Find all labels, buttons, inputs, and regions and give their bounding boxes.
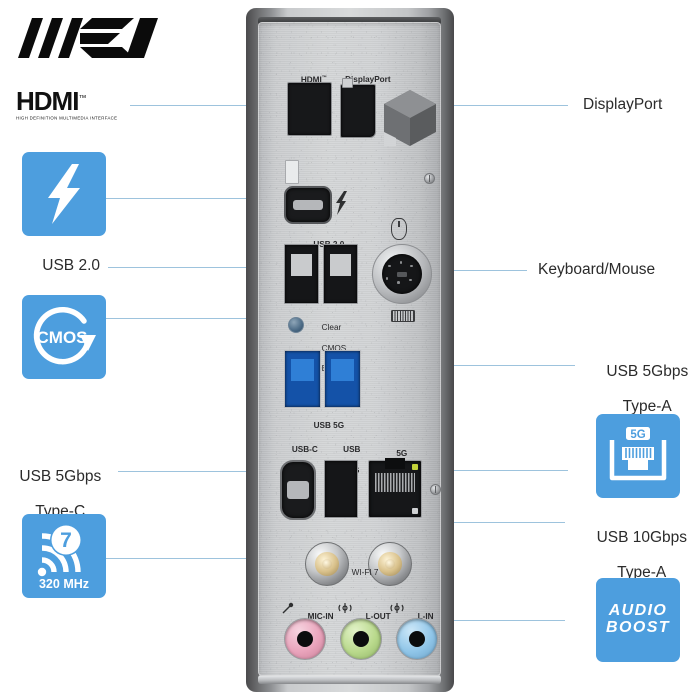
wifi-antenna-connector-1[interactable] — [305, 542, 349, 586]
leader-line-thunderbolt — [105, 198, 280, 199]
line-in-jack[interactable] — [396, 618, 438, 660]
lan-5gbps-rj45-port[interactable] — [368, 458, 422, 518]
leader-line-lan — [378, 470, 568, 471]
rj45-lan-icon: 5G — [609, 427, 667, 481]
io-shield-top-edge — [258, 17, 441, 25]
io-shield-bottom-edge — [258, 675, 441, 684]
leader-line-hdmi — [130, 105, 248, 106]
thunderbolt-badge[interactable] — [22, 152, 106, 236]
callout-usb5-type-a-label: USB 5Gbps Type-A — [586, 345, 700, 416]
callout-usb5a-line1: USB 5Gbps — [606, 362, 689, 380]
wifi-bandwidth-text: 320 MHz — [39, 577, 89, 591]
mic-in-jack[interactable] — [284, 618, 326, 660]
ps2-keyboard-mouse-port[interactable] — [372, 244, 432, 304]
usb-10gbps-type-a-port[interactable] — [324, 460, 358, 518]
hdmi-subtitle: HIGH DEFINITION MULTIMEDIA INTERFACE — [16, 115, 118, 121]
audio-boost-line2: BOOST — [606, 619, 670, 636]
line-in-icon — [390, 603, 404, 613]
audio-boost-text: AUDIO BOOST — [596, 578, 680, 662]
usb-2-0-port-1[interactable] — [284, 244, 319, 304]
hdmi-trademark-symbol: ™ — [78, 93, 86, 103]
callout-usb10-type-a-label: USB 10Gbps Type-A — [575, 511, 700, 582]
keyboard-icon — [391, 310, 415, 322]
io-white-block — [285, 160, 299, 184]
callout-usbc5-label: USB 5Gbps Type-C — [0, 450, 112, 521]
wifi-antenna-connector-2[interactable] — [368, 542, 412, 586]
wifi-signal-icon: 7 320 MHz — [37, 524, 89, 591]
callout-usb10a-line1: USB 10Gbps — [596, 528, 688, 546]
callout-displayport-label: DisplayPort — [583, 96, 663, 113]
rj45-tab — [384, 458, 406, 470]
hdmi-wordmark: HDMI™ — [16, 88, 124, 114]
wifi-generation-text: 7 — [60, 529, 72, 552]
port-label-lan-5g: 5G — [396, 449, 408, 458]
usb-5gbps-type-a-port-1[interactable] — [284, 350, 321, 408]
audio-boost-line1: AUDIO — [608, 602, 668, 620]
line-out-jack[interactable] — [340, 618, 382, 660]
lightning-bolt-icon — [48, 164, 80, 224]
lan-led-green — [412, 464, 418, 470]
clear-cmos-line2: CMOS — [321, 343, 347, 353]
callout-usbc5-line1: USB 5Gbps — [19, 467, 102, 485]
io-screw-bottom — [430, 484, 441, 495]
usb-5gbps-type-a-port-2[interactable] — [324, 350, 361, 408]
clear-cmos-badge[interactable]: CMOS — [22, 295, 106, 379]
hdmi-port[interactable] — [287, 82, 332, 136]
displayport-latch — [342, 78, 353, 88]
usbc5g-line1: USB-C — [291, 444, 318, 454]
port-label-line-out: L-OUT — [365, 612, 391, 621]
callout-usb20-label: USB 2.0 — [42, 257, 100, 274]
leader-line-wifi7 — [105, 558, 315, 559]
port-label-displayport: DisplayPort — [345, 75, 391, 84]
displayport-port[interactable] — [340, 84, 376, 138]
callout-usb5a-line2: Type-A — [622, 398, 672, 416]
rj45-pins — [375, 473, 415, 493]
leader-line-cmos — [105, 318, 288, 319]
lan-speed-text: 5G — [630, 429, 645, 441]
rear-io-shield: HDMI™ DisplayPort — [246, 8, 454, 692]
port-label-wifi7: WI-FI 7 — [351, 568, 379, 577]
port-label-usb5g: USB 5G — [313, 421, 345, 430]
callout-keyboard-mouse-label: Keyboard/Mouse — [538, 261, 656, 278]
msi-logo — [16, 16, 160, 60]
audio-boost-badge[interactable]: AUDIO BOOST — [596, 578, 680, 662]
cmos-circular-arrow-icon: CMOS — [33, 306, 96, 365]
cmos-badge-text: CMOS — [37, 328, 88, 347]
port-label-line-in: L-IN — [417, 612, 434, 621]
usb-5gbps-type-c-port[interactable] — [280, 460, 316, 520]
thunderbolt-bolt-icon — [336, 191, 347, 215]
hdmi-word-text: HDMI — [16, 86, 79, 116]
leader-line-usbc5 — [118, 471, 290, 472]
msi-dragon-emblem — [382, 88, 438, 150]
hdmi-logo: HDMI™ HIGH DEFINITION MULTIMEDIA INTERFA… — [16, 88, 124, 121]
line-out-icon — [338, 603, 352, 613]
port-label-mic-in: MIC-IN — [307, 612, 334, 621]
mouse-icon — [391, 218, 407, 240]
mic-in-icon — [282, 602, 294, 614]
usb10g-line1: USB — [343, 444, 361, 454]
usb-2-0-port-2[interactable] — [323, 244, 358, 304]
leader-line-audio — [390, 620, 565, 621]
lan-5g-badge[interactable]: 5G — [596, 414, 680, 498]
clear-cmos-line1: Clear — [321, 323, 342, 333]
wifi7-badge[interactable]: 7 320 MHz — [22, 514, 106, 598]
lan-led-amber — [412, 508, 418, 514]
clear-cmos-button[interactable] — [288, 317, 304, 333]
thunderbolt-usb-c-port[interactable] — [284, 186, 332, 224]
io-screw-top — [424, 173, 435, 184]
io-shield-face: HDMI™ DisplayPort — [258, 22, 441, 676]
callout-usb10a-line2: Type-A — [617, 564, 667, 582]
leader-line-usb20 — [108, 267, 290, 268]
port-label-hdmi: HDMI™ — [300, 75, 327, 85]
